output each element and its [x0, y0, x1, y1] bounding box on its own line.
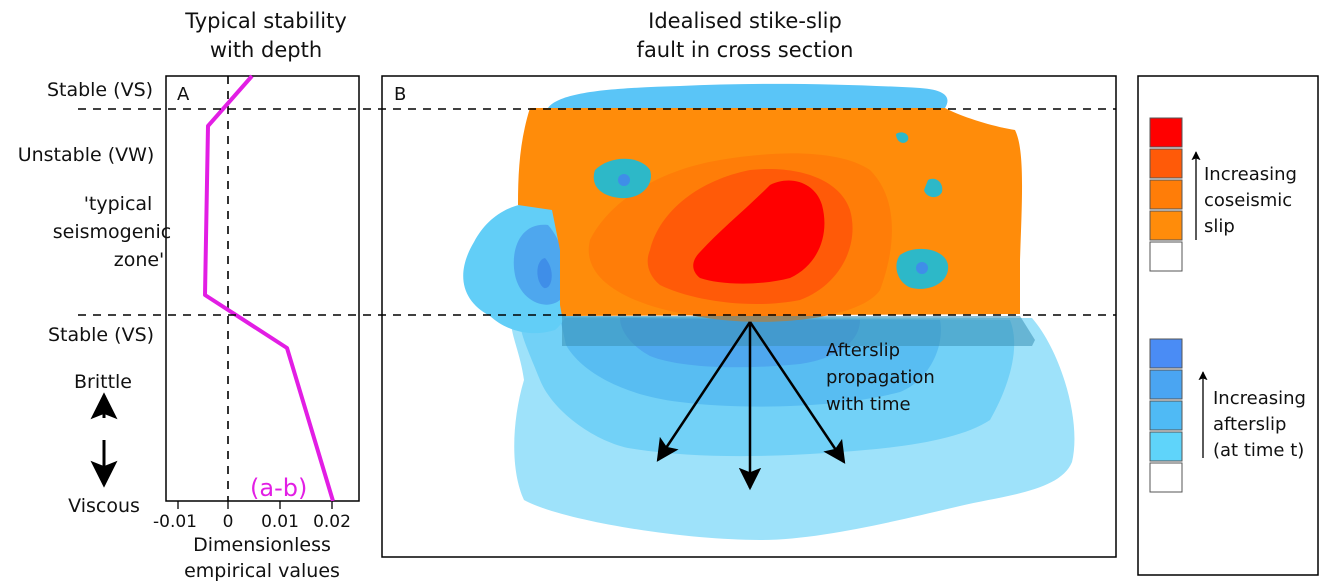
fault-slip-map [463, 83, 1075, 540]
tick-label-0-02: 0.02 [313, 512, 351, 532]
a-b-label: (a-b) [250, 474, 307, 502]
afterslip-swatch [1149, 338, 1183, 369]
panel-a-title-line2: with depth [210, 38, 322, 62]
asperity-patch [896, 132, 909, 143]
x-axis-label-line2: empirical values [184, 560, 340, 582]
afterslip-legend-line2: afterslip [1213, 414, 1286, 435]
zone-unstable: Unstable (VW) [18, 144, 155, 166]
a-b-curve [203, 74, 335, 502]
afterslip-swatch [1149, 400, 1183, 431]
afterslip-legend-line1: Increasing [1213, 388, 1306, 409]
asperity-patch [924, 178, 943, 198]
tick-label-0: 0 [223, 512, 234, 532]
coseismic-swatch [1149, 148, 1183, 179]
panel-b-frame [381, 75, 1117, 558]
afterslip-legend-line3: (at time t) [1213, 440, 1304, 461]
panel-a-title-line1: Typical stability [184, 9, 347, 33]
afterslip-swatch [1149, 431, 1183, 462]
propagation-arrow-left-icon [656, 321, 752, 462]
zone-stable-top: Stable (VS) [47, 79, 153, 101]
panel-b-title-line1: Idealised stike-slip [648, 9, 842, 33]
seismogenic-line1: 'typical [84, 193, 153, 215]
viscous-label: Viscous [68, 495, 140, 517]
legend-frame [1137, 75, 1319, 576]
tick-label-0-01: 0.01 [261, 512, 299, 532]
asperity-center [618, 174, 630, 186]
panel-a-x-ticks [177, 501, 333, 509]
afterslip-label-line2: propagation [826, 367, 935, 388]
afterslip-top-lobe [548, 83, 948, 108]
asperity-center [916, 262, 928, 274]
afterslip-label-line1: Afterslip [826, 340, 900, 361]
overlap-band [562, 316, 1035, 346]
brittle-label: Brittle [74, 371, 132, 393]
seismogenic-line3: zone' [114, 249, 165, 271]
panel-a-letter: A [177, 84, 190, 105]
panel-b-title-line2: fault in cross section [637, 38, 854, 62]
zone-stable-bottom: Stable (VS) [48, 324, 154, 346]
x-axis-label-line1: Dimensionless [193, 534, 331, 556]
afterslip-swatch [1149, 462, 1183, 493]
coseismic-label-line1: Increasing [1204, 164, 1297, 185]
afterslip-swatch [1149, 369, 1183, 400]
afterslip-legend: Increasing afterslip (at time t) [1149, 338, 1306, 493]
coseismic-swatch [1149, 210, 1183, 241]
panel-a-frame [165, 75, 360, 502]
afterslip-left-lobe-core [537, 258, 552, 289]
coseismic-peak-region [693, 180, 825, 284]
afterslip-label-line3: with time [826, 394, 911, 415]
coseismic-label-line2: coseismic [1204, 190, 1292, 211]
coseismic-legend: Increasing coseismic slip [1149, 117, 1297, 272]
coseismic-swatch [1149, 241, 1183, 272]
propagation-arrow-right-icon [748, 321, 846, 464]
tick-label-neg-0-01: -0.01 [153, 512, 197, 532]
seismogenic-line2: seismogenic [53, 221, 171, 243]
coseismic-swatch [1149, 179, 1183, 210]
coseismic-swatch [1149, 117, 1183, 148]
coseismic-label-line3: slip [1204, 216, 1235, 237]
panel-b-letter: B [394, 84, 406, 105]
